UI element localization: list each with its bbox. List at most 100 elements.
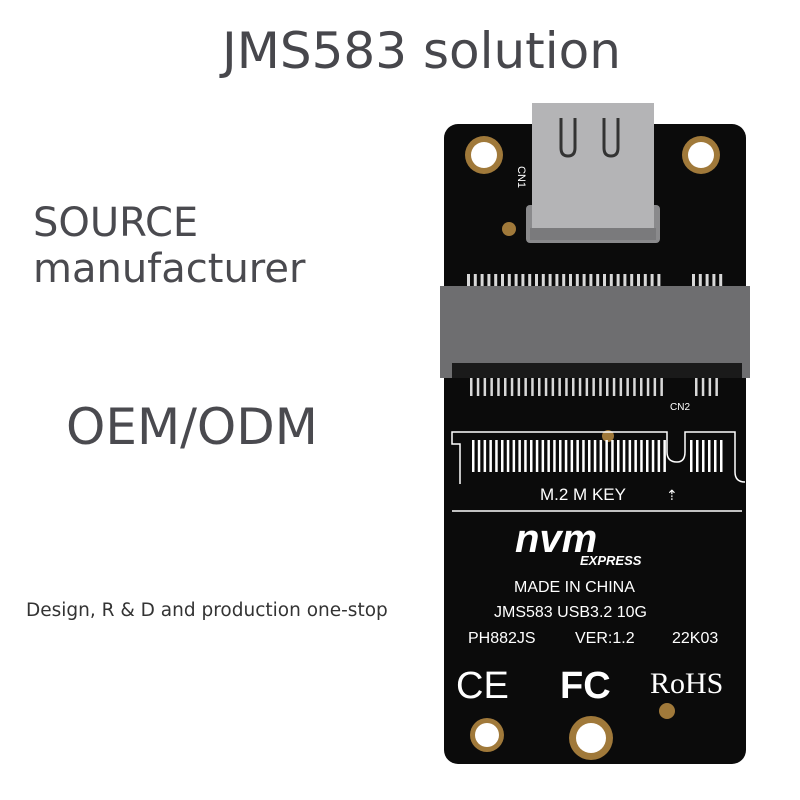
- pin: [521, 274, 525, 288]
- pin: [690, 440, 693, 472]
- pin: [569, 274, 572, 288]
- pin: [612, 378, 616, 396]
- pin: [470, 378, 473, 396]
- pin: [576, 440, 579, 472]
- pin: [528, 274, 532, 288]
- pin: [510, 378, 514, 396]
- pin: [651, 440, 655, 472]
- pin: [490, 378, 493, 396]
- pin: [646, 378, 650, 396]
- fc-mark: FC: [560, 665, 611, 707]
- pin: [599, 378, 602, 396]
- pin: [637, 274, 640, 288]
- pin: [487, 274, 491, 288]
- pin: [570, 440, 574, 472]
- mounting-holes: [465, 136, 720, 760]
- pin: [650, 274, 654, 288]
- pin: [657, 440, 661, 472]
- pin: [476, 378, 480, 396]
- rohs-mark: RoHS: [650, 667, 723, 700]
- pin: [559, 440, 562, 472]
- m2-footprint-outline: [451, 431, 746, 484]
- pin: [592, 378, 595, 396]
- pin: [619, 378, 623, 396]
- pin: [544, 378, 548, 396]
- pin: [541, 440, 545, 472]
- pin: [518, 440, 521, 472]
- pin: [472, 440, 475, 472]
- pin: [630, 274, 634, 288]
- pin: [504, 378, 507, 396]
- pin: [695, 378, 698, 396]
- m2-slot: [440, 286, 750, 378]
- version-label: VER:1.2: [575, 630, 635, 647]
- pin: [663, 440, 666, 472]
- pin: [530, 440, 533, 472]
- pin: [715, 378, 718, 396]
- cn1-label: CN1: [515, 166, 527, 188]
- pin: [572, 378, 575, 396]
- pin: [616, 274, 620, 288]
- headline: JMS583 solution: [222, 22, 621, 80]
- pin: [564, 440, 568, 472]
- pin: [719, 274, 723, 288]
- pin: [701, 378, 705, 396]
- footprint-pads: [472, 440, 723, 472]
- cn2-label: CN2: [670, 402, 690, 413]
- pin: [708, 440, 711, 472]
- pin: [606, 378, 609, 396]
- usb-c-connector: [526, 103, 660, 243]
- pin: [578, 378, 582, 396]
- pin: [714, 440, 717, 472]
- pin: [633, 378, 636, 396]
- ce-mark: CE: [456, 665, 509, 707]
- pin: [611, 440, 614, 472]
- pin: [467, 274, 470, 288]
- pin: [494, 274, 498, 288]
- pin: [643, 274, 647, 288]
- pin: [497, 378, 500, 396]
- m2-slot-pins: [467, 274, 723, 396]
- pin: [483, 378, 487, 396]
- pin: [593, 440, 597, 472]
- source-line-1: SOURCE: [33, 200, 199, 246]
- pin: [705, 274, 709, 288]
- pin: [512, 440, 516, 472]
- oem-odm-label: OEM/ODM: [66, 398, 318, 456]
- pin: [501, 274, 504, 288]
- pin: [640, 378, 643, 396]
- pin: [696, 440, 699, 472]
- pin: [657, 274, 661, 288]
- pin: [535, 274, 538, 288]
- pin: [547, 440, 550, 472]
- pin: [622, 440, 626, 472]
- pin: [514, 274, 518, 288]
- pin: [582, 440, 585, 472]
- pin: [517, 378, 521, 396]
- pin: [535, 440, 539, 472]
- m2-key-label: M.2 M KEY: [540, 485, 626, 504]
- pin: [609, 274, 613, 288]
- model-label: JMS583 USB3.2 10G: [494, 604, 647, 621]
- pin: [698, 274, 702, 288]
- pin: [692, 274, 695, 288]
- pin: [626, 378, 629, 396]
- nvme-logo: nvm: [515, 517, 597, 561]
- pin: [495, 440, 498, 472]
- pin: [538, 378, 541, 396]
- pin: [653, 378, 657, 396]
- pin: [720, 440, 723, 472]
- pin: [585, 378, 589, 396]
- tagline: Design, R & D and production one-stop: [26, 600, 388, 621]
- nvme-logo-sub: EXPRESS: [580, 553, 642, 568]
- pin: [634, 440, 637, 472]
- pin: [524, 378, 527, 396]
- source-line-2: manufacturer: [33, 246, 306, 292]
- pin: [588, 440, 591, 472]
- pin: [551, 378, 555, 396]
- pin: [603, 274, 606, 288]
- pin: [507, 274, 511, 288]
- pin: [628, 440, 632, 472]
- arrow-up-icon: ⇡: [666, 487, 678, 503]
